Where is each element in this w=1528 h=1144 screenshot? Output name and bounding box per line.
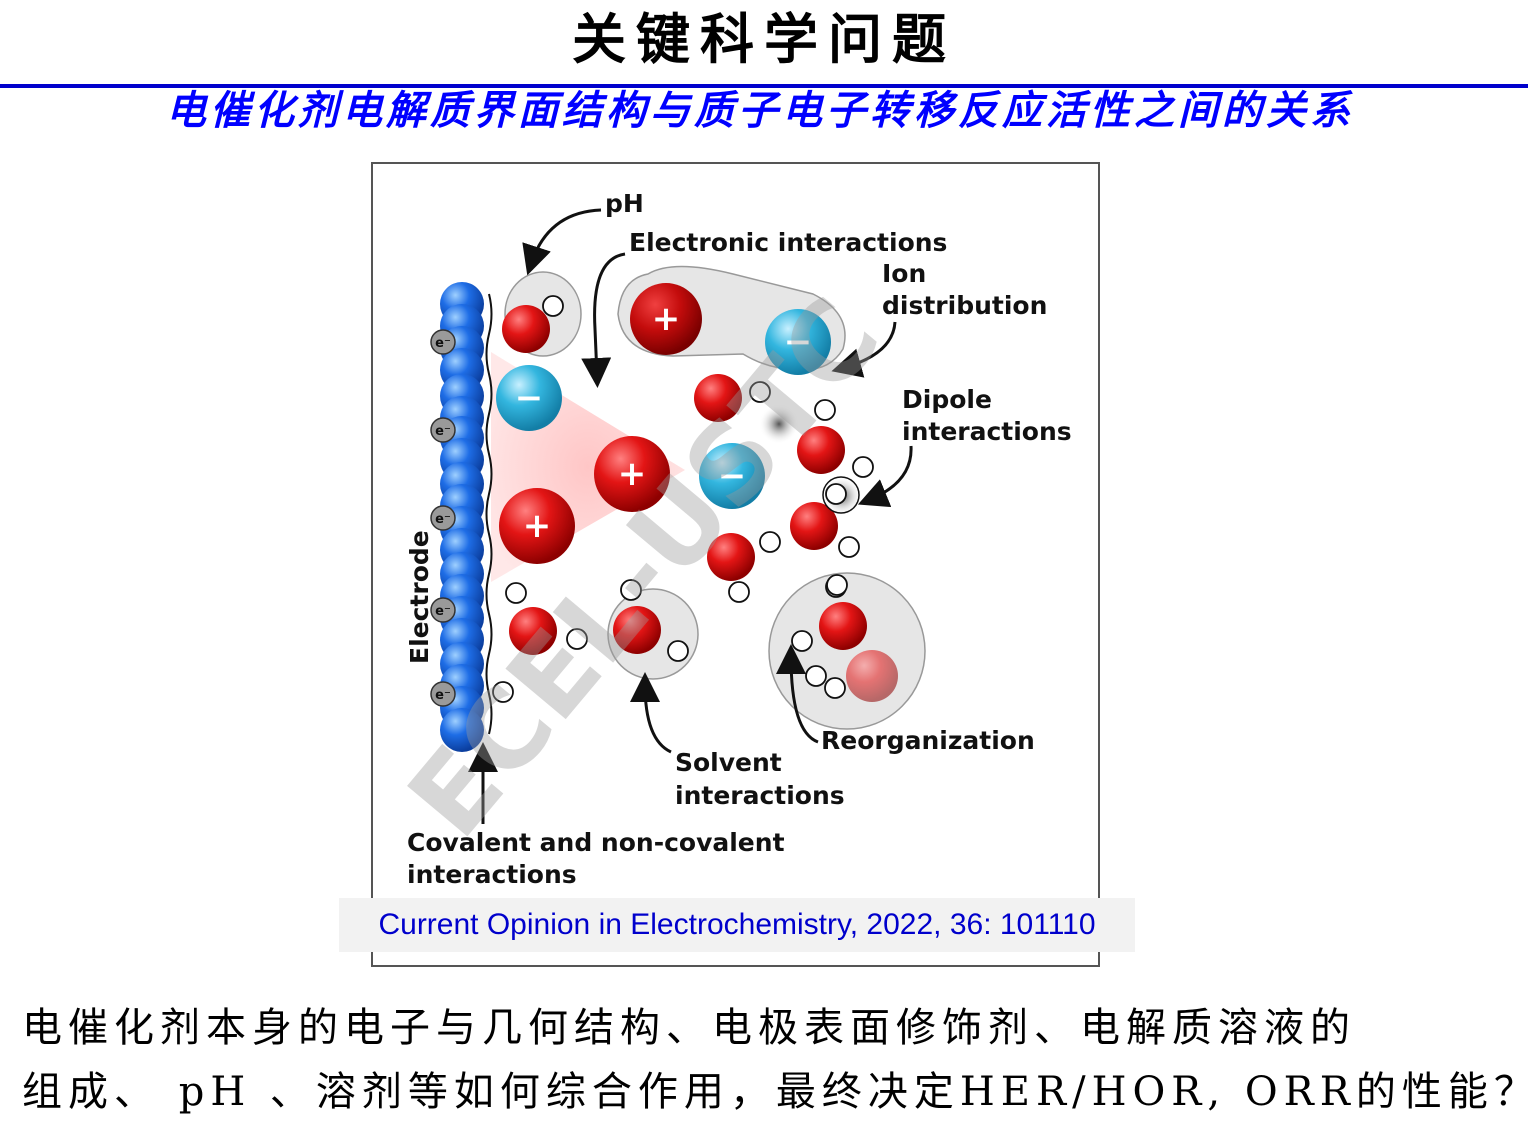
ion-distribution-label-2: distribution (882, 291, 1047, 320)
covalent-interactions-label-1: Covalent and non-covalent (407, 828, 785, 857)
interface-diagram: e⁻ e⁻ e⁻ e⁻ e⁻ Electrode + − − + + − (371, 162, 1100, 967)
electron: e⁻ (430, 329, 456, 355)
interface-diagram-svg: e⁻ e⁻ e⁻ e⁻ e⁻ Electrode + − − + + − (385, 189, 1072, 889)
water-molecules (492, 295, 898, 703)
svg-text:+: + (652, 299, 681, 339)
reorganization-label: Reorganization (821, 726, 1035, 755)
covalent-interactions-label-2: interactions (407, 860, 577, 889)
electrode-atom (440, 708, 484, 752)
electronic-interactions-arrow (581, 252, 626, 388)
svg-text:e⁻: e⁻ (435, 512, 451, 527)
anion-near-electrode: − (496, 365, 562, 431)
svg-text:e⁻: e⁻ (435, 424, 451, 439)
electrode-surface-line (485, 293, 493, 735)
solvent-interactions-label-1: Solvent (675, 748, 782, 777)
water-molecule (613, 579, 689, 662)
ion-distribution-label-1: Ion (882, 259, 926, 288)
ion-distribution-arrow (831, 321, 897, 378)
solvent-interactions-arrow (630, 672, 672, 754)
electron: e⁻ (430, 681, 456, 707)
ph-label: pH (605, 189, 644, 218)
water-molecule (797, 399, 874, 478)
water-molecule (505, 582, 588, 655)
water-molecule (502, 295, 564, 353)
electrons: e⁻ e⁻ e⁻ e⁻ e⁻ (430, 329, 456, 707)
svg-text:e⁻: e⁻ (435, 688, 451, 703)
cation-near-electrode: + (499, 488, 575, 564)
svg-text:+: + (523, 506, 552, 546)
cation-center: + (594, 436, 670, 512)
anion-middle: − (699, 443, 765, 509)
svg-text:e⁻: e⁻ (435, 336, 451, 351)
electron: e⁻ (430, 417, 456, 443)
svg-text:−: − (718, 456, 747, 496)
title-divider (0, 84, 1528, 88)
water-molecule (694, 374, 771, 422)
electron: e⁻ (430, 505, 456, 531)
svg-text:+: + (618, 454, 647, 494)
ph-arrow (522, 208, 602, 276)
dipole-interactions-label-2: interactions (902, 417, 1072, 446)
slide-title: 关键科学问题 (572, 7, 956, 71)
solvent-interactions-label-2: interactions (675, 781, 845, 810)
reorganization-region (768, 572, 926, 730)
cation-big: + (630, 283, 702, 355)
citation: Current Opinion in Electrochemistry, 202… (339, 898, 1135, 952)
body-line-1: 电催化剂本身的电子与几何结构、电极表面修饰剂、电解质溶液的 (22, 1005, 1356, 1051)
water-molecule-ghost (846, 650, 898, 702)
water-molecule (790, 483, 860, 558)
hydrogen-atom (826, 574, 848, 596)
electronic-interactions-label: Electronic interactions (629, 228, 947, 257)
electrode-label: Electrode (405, 530, 434, 664)
body-text: 电催化剂本身的电子与几何结构、电极表面修饰剂、电解质溶液的 组成、 pH 、溶剂… (22, 996, 1528, 1124)
dipole-interactions-label-1: Dipole (902, 385, 992, 414)
electron: e⁻ (430, 597, 456, 623)
svg-text:−: − (515, 378, 544, 418)
hydrogen-atom (492, 681, 514, 703)
water-molecule (707, 531, 781, 603)
slide-subtitle: 电催化剂电解质界面结构与质子电子转移反应活性之间的关系 (166, 87, 1354, 134)
svg-text:e⁻: e⁻ (435, 604, 451, 619)
svg-text:−: − (784, 322, 813, 362)
anion-big: − (765, 309, 831, 375)
dipole-blur (759, 404, 799, 444)
dipole-interactions-arrow (857, 445, 913, 508)
body-line-2: 组成、 pH 、溶剂等如何综合作用，最终决定HER/HOR, ORR的性能？ (22, 1069, 1528, 1115)
reorganization-arrow (776, 644, 819, 744)
